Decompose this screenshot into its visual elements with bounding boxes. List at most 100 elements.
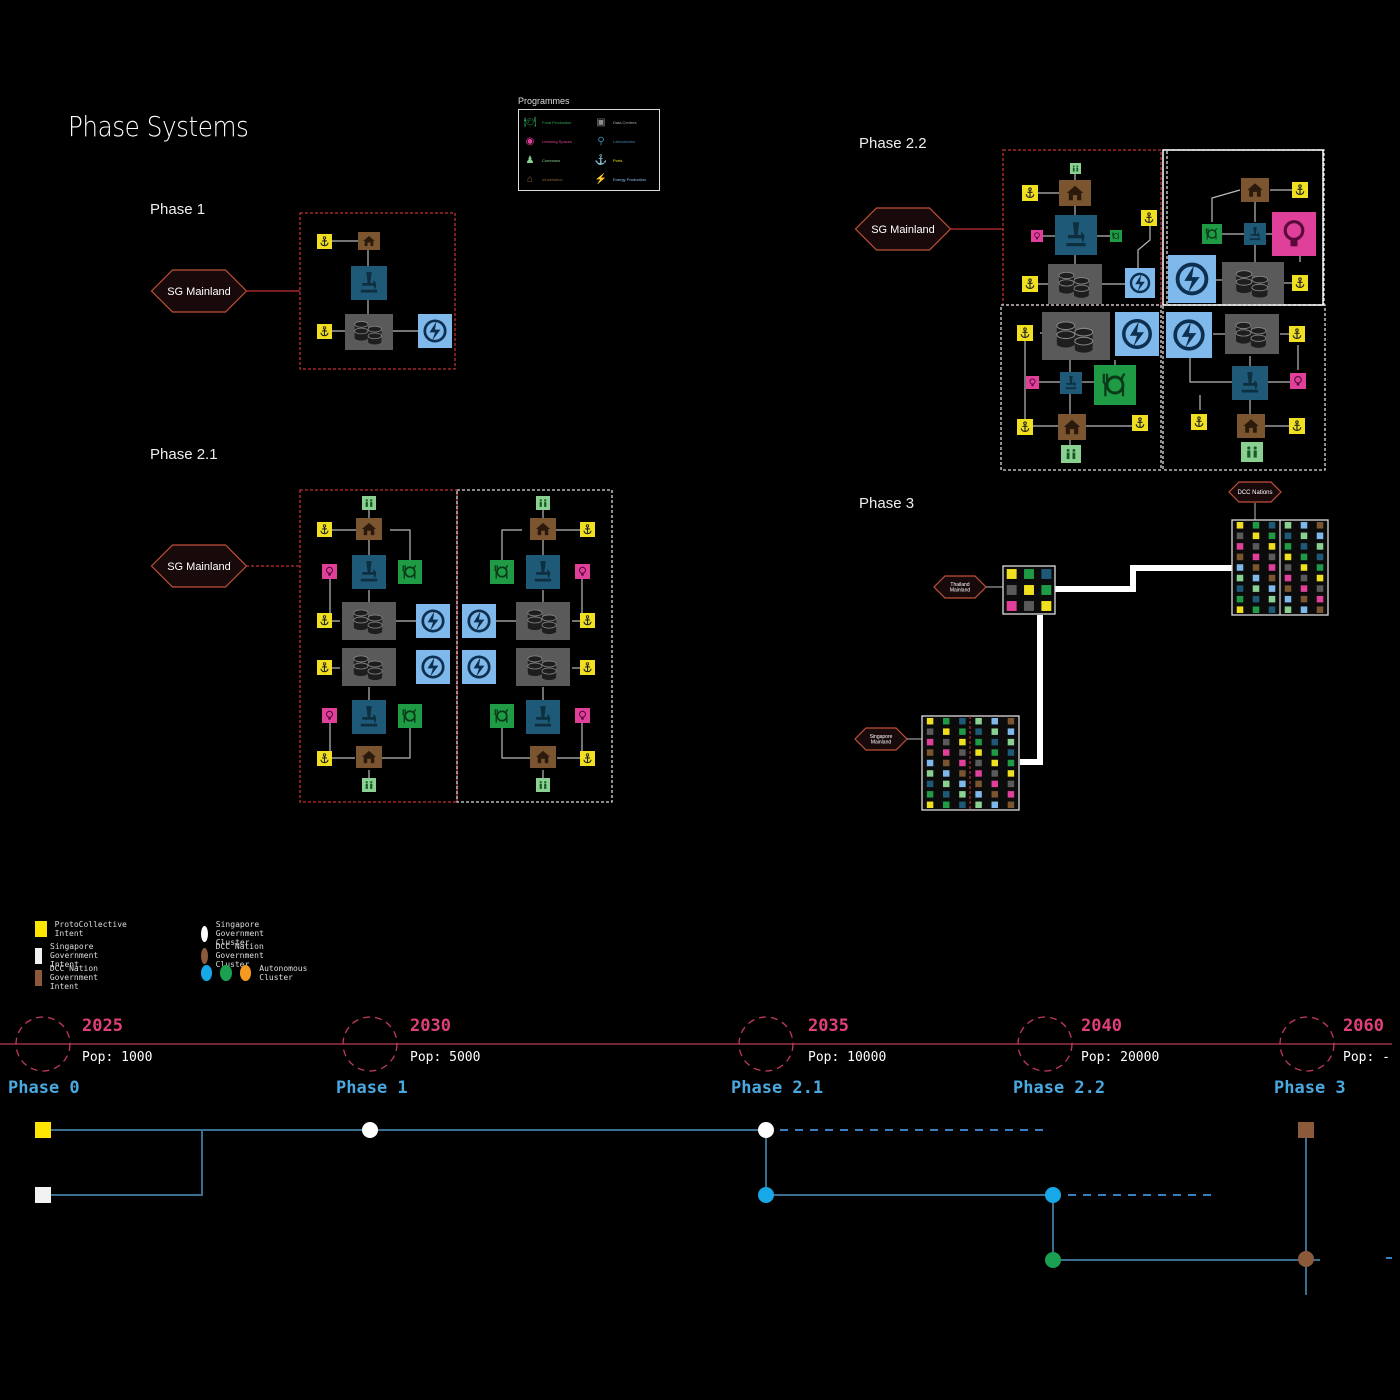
sg-cluster-marker	[758, 1122, 774, 1138]
cluster-frame	[456, 489, 613, 803]
commons-icon-bg	[536, 778, 550, 792]
mini-tile	[1300, 532, 1308, 540]
data-centre-icon	[1042, 312, 1110, 360]
mini-tile	[1007, 759, 1015, 767]
connector-line	[501, 728, 532, 759]
mini-tile	[1236, 574, 1244, 582]
port-icon	[317, 324, 332, 339]
year-label: 2030	[410, 1016, 451, 1036]
house-icon	[1241, 178, 1269, 202]
mini-tile	[1268, 532, 1276, 540]
mini-tile	[959, 738, 966, 746]
commons-icon: ♟	[525, 154, 535, 166]
commons-icon-bg	[362, 778, 376, 792]
mini-tile	[943, 738, 950, 746]
mini-tile	[926, 759, 934, 767]
house-icon	[1237, 414, 1265, 438]
lab-icon	[526, 700, 560, 734]
food-icon-bg	[1202, 224, 1222, 244]
mini-tile	[926, 770, 934, 777]
mini-tile	[1316, 574, 1324, 582]
port-icon	[580, 522, 595, 537]
legend-label: Ports	[613, 157, 623, 163]
autonomous-cluster-marker	[1045, 1252, 1061, 1268]
legend-item-energy: ⚡ Energy Production	[595, 173, 646, 185]
mini-tile	[1300, 543, 1308, 550]
port-icon	[1292, 182, 1308, 198]
mini-tile	[926, 791, 934, 798]
mini-tile	[1252, 595, 1260, 603]
house-icon	[1059, 180, 1091, 206]
year-label: 2040	[1081, 1016, 1122, 1036]
mini-tile	[959, 801, 966, 809]
port-icon	[1141, 210, 1157, 226]
commons-icon	[362, 778, 376, 792]
mini-tile	[975, 791, 982, 798]
mini-tile	[975, 801, 982, 809]
mini-tile	[1007, 738, 1015, 746]
port-icon	[580, 751, 595, 766]
food-icon-bg	[1094, 365, 1136, 405]
programmes-legend: Programmes 🍽 Food Production ▣ Data Cent…	[518, 96, 660, 191]
key-label: Singapore Government Cluster	[215, 920, 264, 947]
mini-tile	[926, 780, 934, 788]
timeline-chart	[0, 1016, 1392, 1295]
learning-icon-bg	[1272, 212, 1316, 256]
commons-icon	[1241, 442, 1263, 462]
data-centre-icon	[516, 648, 570, 686]
dcc-cluster-marker	[1298, 1251, 1314, 1267]
mini-tile	[1316, 553, 1324, 561]
food-icon-bg	[490, 704, 514, 728]
lab-icon	[526, 555, 560, 589]
orange-dot-icon	[239, 965, 252, 981]
lab-icon	[352, 700, 386, 734]
connector-line	[1020, 615, 1043, 765]
mini-tile	[1316, 564, 1324, 571]
mini-tile	[1316, 543, 1324, 550]
badge-label: SG Mainland	[871, 224, 935, 236]
mini-tile	[1284, 543, 1292, 550]
badge-label: SG Mainland	[167, 561, 231, 573]
house-icon	[358, 232, 380, 250]
mini-tile	[1252, 553, 1260, 561]
mini-tile	[959, 791, 966, 798]
port-icon	[317, 751, 332, 766]
mini-tile	[1316, 532, 1324, 540]
milestone-circle	[738, 1016, 794, 1072]
learning-icon	[322, 708, 337, 723]
key-label: ProtoCollective Intent	[54, 920, 127, 938]
house-icon	[356, 518, 382, 540]
mini-tile	[1252, 564, 1260, 571]
mainland-badge: DCC Nations	[1228, 481, 1282, 503]
mini-tile	[1024, 569, 1034, 579]
mini-tile	[1316, 595, 1324, 603]
mini-tile	[1300, 522, 1308, 529]
mini-tile	[1316, 522, 1324, 529]
learning-icon	[1026, 376, 1039, 389]
mini-tile	[959, 717, 966, 725]
milestone-circle	[342, 1016, 398, 1072]
food-icon	[490, 704, 514, 728]
phase-2-1-diagram: SG Mainland	[150, 489, 613, 803]
learning-icon	[322, 564, 337, 579]
mini-tile	[991, 770, 998, 777]
mini-tile	[1268, 553, 1276, 561]
connector-line	[1211, 189, 1241, 222]
energy-icon	[416, 604, 450, 638]
legend-item-data: ▣ Data Centres	[595, 116, 636, 128]
brown-square-icon	[35, 969, 42, 986]
yellow-square-icon	[35, 921, 47, 937]
mini-tile	[1268, 595, 1276, 603]
mini-tile	[1007, 728, 1015, 735]
lab-icon	[1244, 223, 1266, 245]
food-icon-bg	[490, 560, 514, 584]
mini-tile	[926, 738, 934, 746]
lab-icon: ⚲	[597, 135, 605, 147]
legend-label: Laboratories	[613, 138, 636, 144]
port-icon	[1017, 325, 1033, 341]
mini-tile	[926, 749, 934, 756]
mini-tile	[975, 728, 982, 735]
legend-item-commons: ♟ Commons	[524, 154, 561, 166]
badge-label: Mainland	[950, 588, 971, 594]
